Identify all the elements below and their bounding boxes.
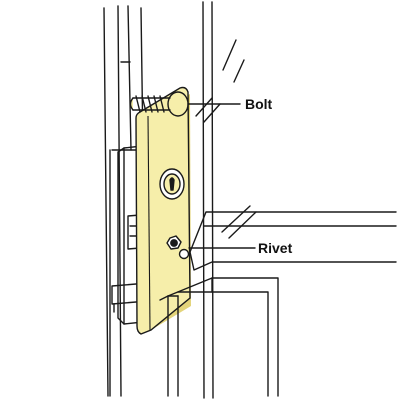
lock-cylinder-icon — [159, 168, 185, 200]
door-frame — [103, 5, 151, 397]
rivet-label: Rivet — [258, 240, 293, 256]
callout-leaders — [187, 97, 257, 249]
rivet-icon — [166, 235, 190, 260]
door-edge — [202, 1, 245, 399]
door-panel — [159, 211, 397, 397]
carriage-bolt-icon — [129, 91, 189, 117]
latch-guard-plate — [135, 86, 191, 335]
bolt-label: Bolt — [245, 96, 273, 112]
